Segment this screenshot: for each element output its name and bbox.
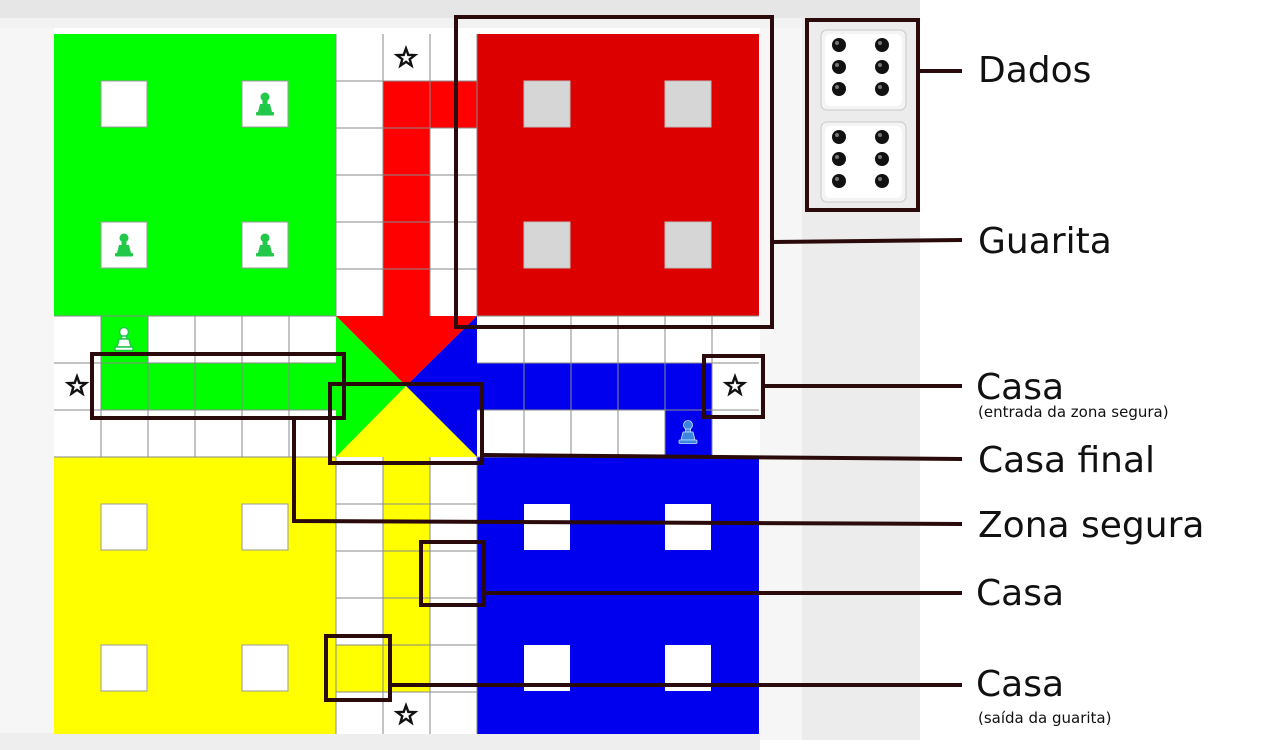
- blue-home-base: [477, 457, 759, 734]
- yellow-base-slot[interactable]: [241, 644, 289, 692]
- guarita-callout-box: [454, 15, 774, 329]
- blue-base-slot[interactable]: [524, 504, 570, 550]
- yellow-base-slot[interactable]: [100, 644, 148, 692]
- yellow-entry-cell: [336, 645, 383, 692]
- home-callout-box: [328, 382, 484, 465]
- cell-callout-box: [419, 540, 486, 607]
- yellow-base-slot[interactable]: [241, 503, 289, 551]
- casa-entrada-note: (entrada da zona segura): [978, 403, 1169, 421]
- casa-entrada-label: Casa: [976, 367, 1065, 408]
- ludo-board: [54, 34, 759, 734]
- red-base-slot[interactable]: [523, 221, 571, 269]
- green-safe-lane: [101, 363, 336, 410]
- red-base-slot[interactable]: [664, 80, 712, 128]
- zona-segura-label: Zona segura: [978, 505, 1205, 546]
- safe-zone-callout-box: [90, 352, 346, 420]
- guarita-label: Guarita: [978, 221, 1112, 262]
- red-home-base: [477, 34, 759, 316]
- blue-base-slot[interactable]: [665, 504, 711, 550]
- green-base-slot[interactable]: [100, 80, 148, 128]
- dice-panel[interactable]: [820, 29, 907, 203]
- casa-saida-label: Casa: [976, 664, 1065, 705]
- annotations: [90, 15, 963, 702]
- yellow-base-slot[interactable]: [100, 503, 148, 551]
- casa-final-label: Casa final: [978, 440, 1156, 481]
- casa-label: Casa: [976, 573, 1065, 614]
- exit-cell-callout-box: [324, 634, 392, 702]
- dice-callout-box: [805, 18, 920, 212]
- center-home: [336, 316, 477, 457]
- blue-safe-lane: [477, 363, 712, 410]
- green-home-base: [54, 34, 336, 316]
- casa-saida-note: (saída da guarita): [978, 709, 1112, 727]
- dados-label: Dados: [978, 50, 1092, 91]
- red-base-slot[interactable]: [664, 221, 712, 269]
- red-base-slot[interactable]: [523, 80, 571, 128]
